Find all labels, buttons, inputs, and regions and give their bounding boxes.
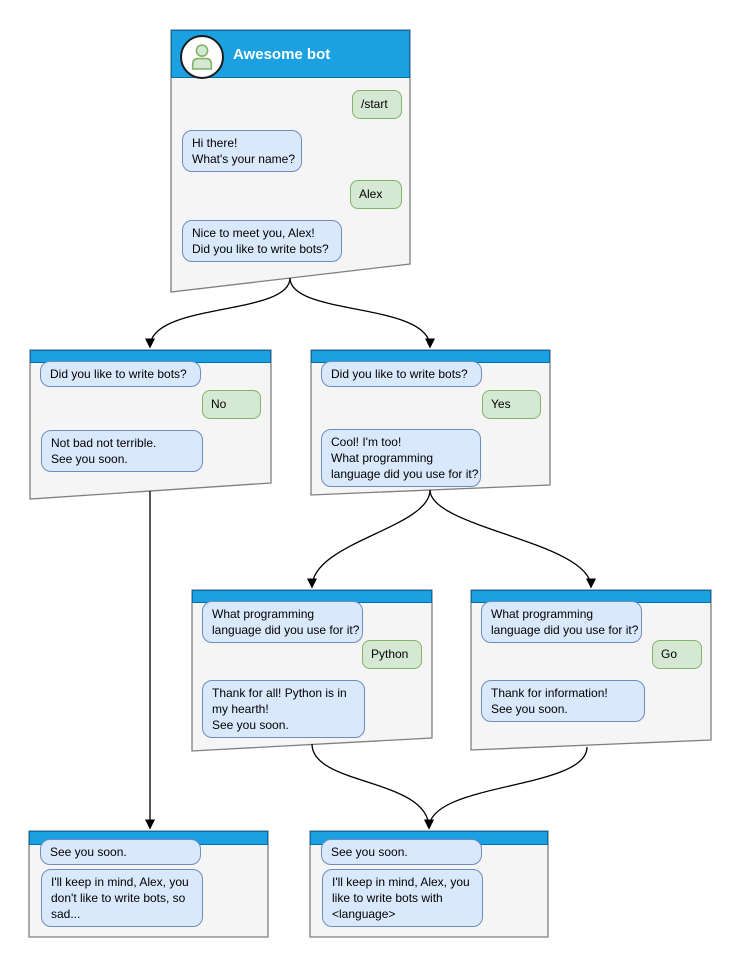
message-bubble-bot[interactable]: See you soon. <box>40 839 201 865</box>
message-bubble-bot[interactable]: See you soon. <box>321 839 482 865</box>
message-bubble-bot[interactable]: Did you like to write bots? <box>321 361 482 387</box>
user-avatar-icon <box>180 35 224 79</box>
message-bubble-user[interactable]: Alex <box>350 180 402 209</box>
bot-title: Awesome bot <box>233 45 331 63</box>
message-bubble-bot[interactable]: Cool! I'm too! What programming language… <box>321 429 481 487</box>
message-bubble-bot[interactable]: Not bad not terrible. See you soon. <box>41 430 203 472</box>
message-bubble-bot[interactable]: Thank for all! Python is in my hearth! S… <box>202 680 365 738</box>
message-bubble-user[interactable]: No <box>202 390 261 419</box>
message-bubble-bot[interactable]: What programming language did you use fo… <box>202 601 363 643</box>
connector-python-to-end <box>311 743 434 830</box>
connector-yes-to-python <box>307 489 431 589</box>
message-bubble-bot[interactable]: Nice to meet you, Alex! Did you like to … <box>182 220 342 262</box>
connector-start-to-yes <box>289 277 435 349</box>
message-bubble-bot[interactable]: I'll keep in mind, Alex, you don't like … <box>41 869 203 927</box>
message-bubble-user[interactable]: Go <box>652 640 702 669</box>
message-bubble-bot[interactable]: I'll keep in mind, Alex, you like to wri… <box>322 869 483 927</box>
message-bubble-bot[interactable]: Thank for information! See you soon. <box>481 680 645 722</box>
chat-window-header-start[interactable]: Awesome bot <box>171 30 410 79</box>
connector-yes-to-go <box>429 489 596 589</box>
connector-start-to-no <box>145 277 291 349</box>
message-bubble-user[interactable]: Python <box>362 640 422 669</box>
message-bubble-bot[interactable]: What programming language did you use fo… <box>481 601 642 643</box>
message-bubble-user[interactable]: /start <box>352 90 402 119</box>
connector-go-to-end <box>424 746 588 830</box>
message-bubble-user[interactable]: Yes <box>482 390 541 419</box>
message-bubble-bot[interactable]: Hi there! What's your name? <box>182 130 302 172</box>
message-bubble-bot[interactable]: Did you like to write bots? <box>40 361 201 387</box>
